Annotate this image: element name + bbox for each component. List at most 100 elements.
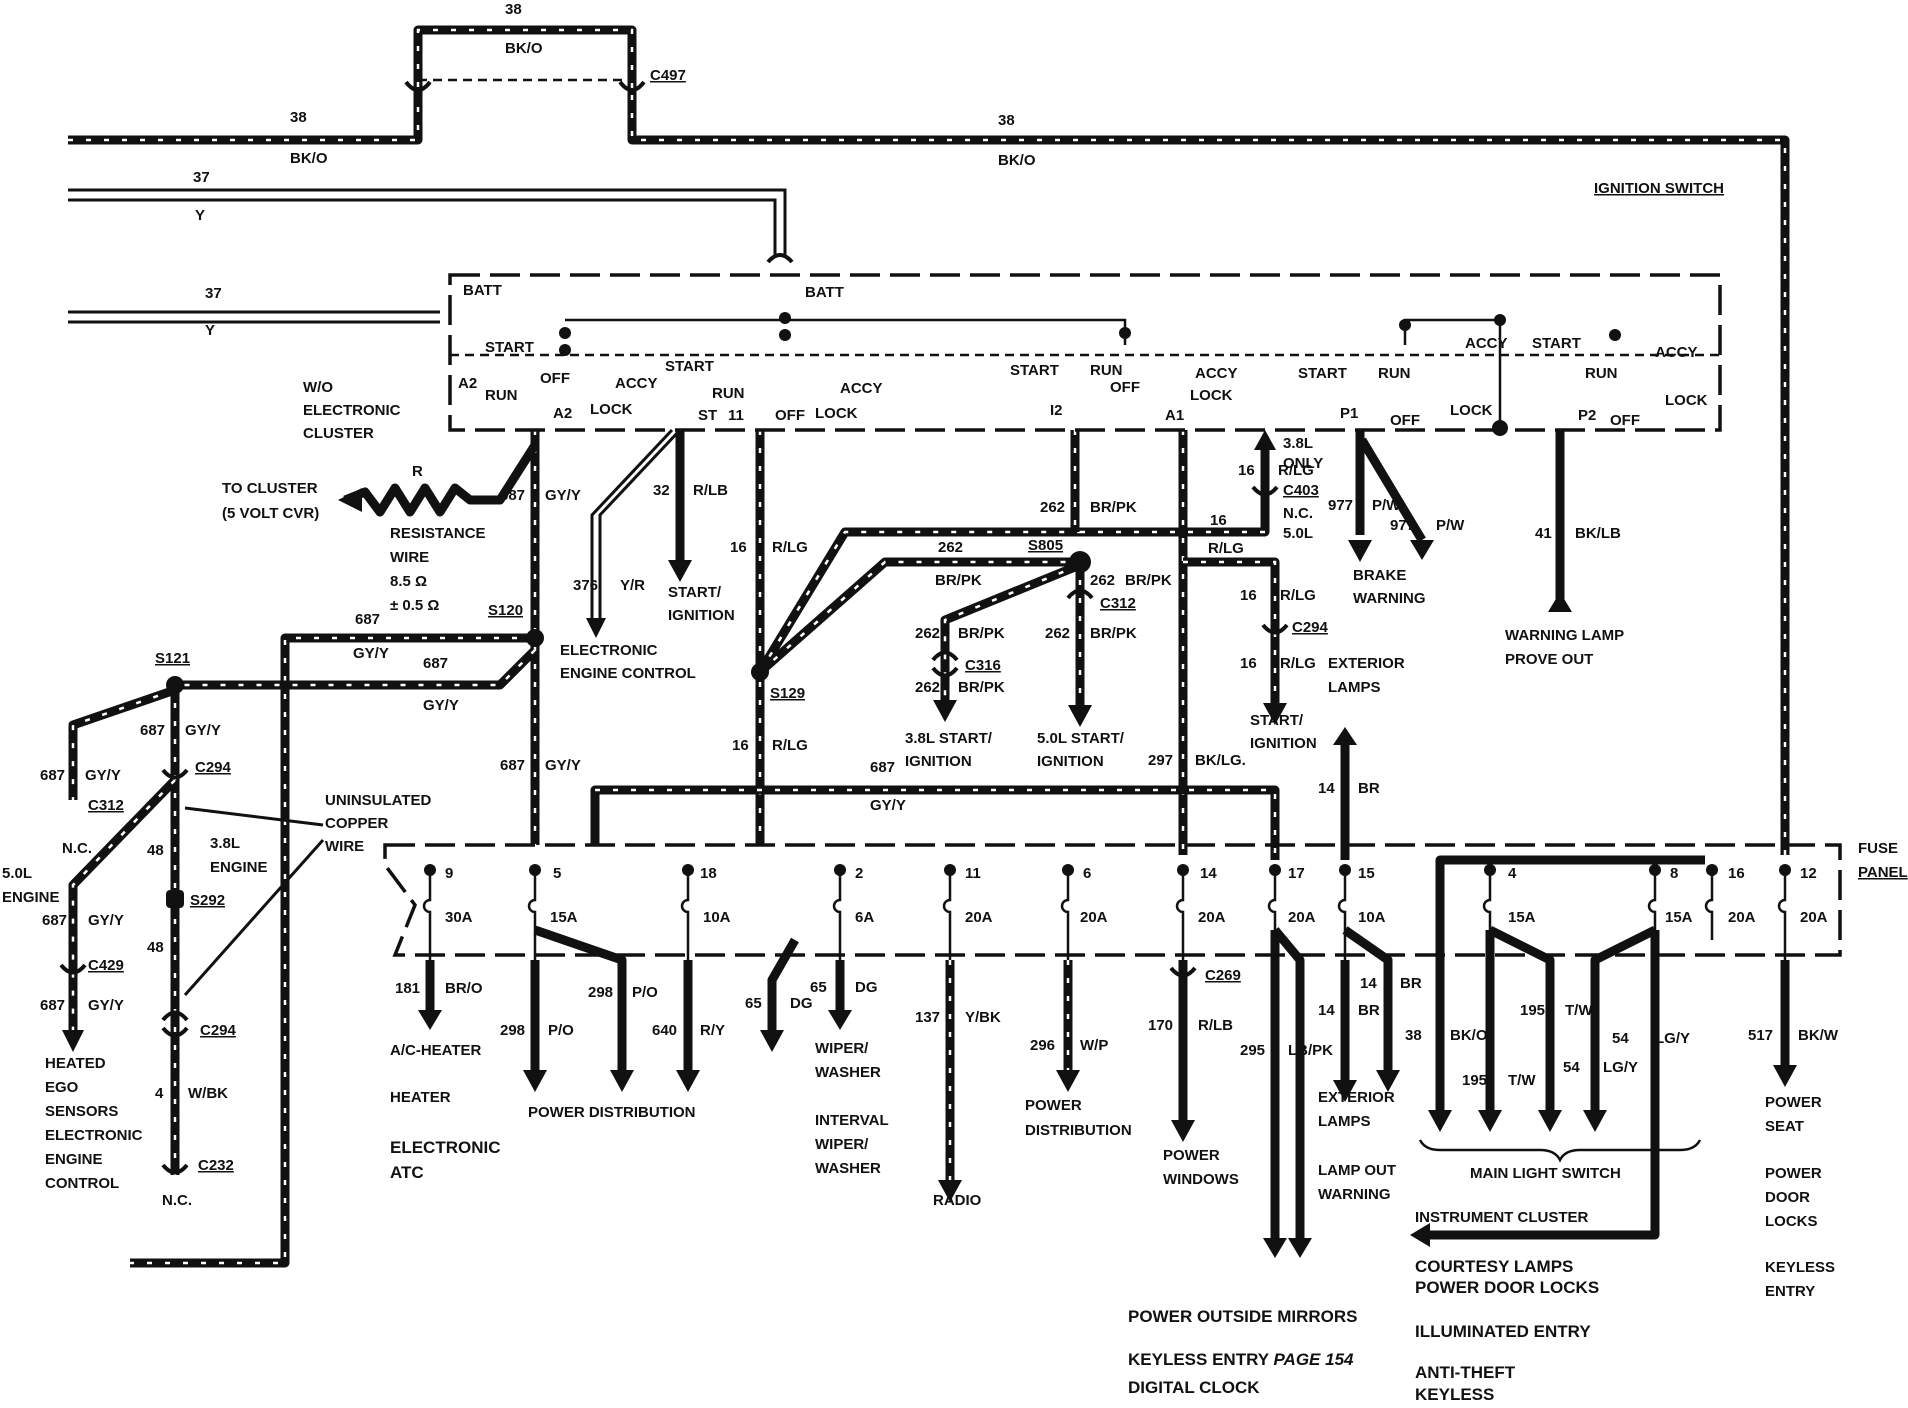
label-run5: RUN — [1585, 365, 1618, 382]
label-f4a: 15A — [1508, 909, 1536, 926]
label-off3: OFF — [1110, 379, 1140, 396]
label-w687-d: 687 — [140, 722, 165, 739]
fuse-panel — [383, 843, 1842, 957]
label-w4-color: W/BK — [188, 1085, 228, 1102]
label-pdl-b: POWER DOOR LOCKS — [1415, 1278, 1599, 1297]
label-ext3: EXTERIOR — [1318, 1089, 1395, 1106]
label-si50a: 5.0L START/ — [1037, 730, 1125, 747]
label-w181-color: BR/O — [445, 980, 483, 997]
label-c269: C269 — [1205, 967, 1241, 984]
label-nc50b: 5.0L — [1283, 525, 1313, 542]
label-w16-c-color: R/LG — [1278, 462, 1314, 479]
label-instrument: INSTRUMENT CLUSTER — [1415, 1209, 1588, 1226]
label-start1: START — [485, 339, 534, 356]
label-si2a: START/ — [1250, 712, 1304, 729]
label-w297: 297 — [1148, 752, 1173, 769]
label-w977-a: 977 — [1328, 497, 1353, 514]
label-f12a: 20A — [1800, 909, 1828, 926]
label-w54-b-color: LG/Y — [1603, 1059, 1638, 1076]
label-w687-i: 687 — [870, 759, 895, 776]
label-si2b: IGNITION — [1250, 735, 1317, 752]
label-w32-color: R/LB — [693, 482, 728, 499]
label-w41-color: BK/LB — [1575, 525, 1621, 542]
label-f6a: 20A — [1080, 909, 1108, 926]
label-nc2: N.C. — [162, 1192, 192, 1209]
label-eng38b: ENGINE — [210, 859, 268, 876]
label-w298-b: 298 — [588, 984, 613, 1001]
label-w298-a-color: P/O — [548, 1022, 574, 1039]
label-lock1: LOCK — [590, 401, 633, 418]
label-w16-a-color: R/LG — [772, 539, 808, 556]
wire-262-b — [757, 557, 1080, 676]
label-w376: 376 — [573, 577, 598, 594]
label-w37-b-color: Y — [205, 322, 215, 339]
label-fuse-panel1: FUSE — [1858, 840, 1898, 857]
label-off1: OFF — [540, 370, 570, 387]
label-eng50: 5.0L — [2, 865, 32, 882]
label-uninsulated3: WIRE — [325, 838, 364, 855]
wires — [62, 25, 1797, 1268]
label-f16: 16 — [1728, 865, 1745, 882]
label-w687-c: 687 — [423, 655, 448, 672]
label-power-seat2: SEAT — [1765, 1118, 1804, 1135]
label-w687-f-color: GY/Y — [88, 912, 124, 929]
label-w517-color: BK/W — [1798, 1027, 1839, 1044]
label-w14-b: 14 — [1360, 975, 1377, 992]
label-off5: OFF — [1610, 412, 1640, 429]
label-w41: 41 — [1535, 525, 1552, 542]
wire-37-a — [68, 188, 787, 258]
label-batt2: BATT — [805, 284, 844, 301]
label-c312b: C312 — [1100, 595, 1136, 612]
label-c316: C316 — [965, 657, 1001, 674]
label-w14-a-color: BR — [1358, 1002, 1380, 1019]
label-w38-b: 38 — [1405, 1027, 1422, 1044]
label-brake2: WARNING — [1353, 590, 1426, 607]
label-w298-a: 298 — [500, 1022, 525, 1039]
label-c294a: C294 — [195, 759, 232, 776]
label-w54-b: 54 — [1563, 1059, 1580, 1076]
label-w296-color: W/P — [1080, 1037, 1108, 1054]
label-start-ign1b: IGNITION — [668, 607, 735, 624]
wire-38-left — [68, 95, 423, 145]
keyless-entry-label: KEYLESS ENTRY — [1128, 1350, 1273, 1369]
label-f15a: 10A — [1358, 909, 1386, 926]
label-interval2: WIPER/ — [815, 1136, 869, 1153]
label-heater: HEATER — [390, 1089, 451, 1106]
label-w14-a: 14 — [1318, 1002, 1335, 1019]
label-keyless-b: KEYLESS — [1415, 1385, 1494, 1404]
label-w517: 517 — [1748, 1027, 1773, 1044]
label-w687-f: 687 — [42, 912, 67, 929]
wire-38-b — [1435, 855, 1705, 1110]
label-w262-c-color: BR/PK — [1125, 572, 1172, 589]
label-w54-a-color: LG/Y — [1655, 1030, 1690, 1047]
wire-54-a — [1590, 925, 1658, 1110]
label-digital-clock: DIGITAL CLOCK — [1128, 1378, 1260, 1397]
label-w16-b: 16 — [732, 737, 749, 754]
label-resistance3: 8.5 Ω — [390, 573, 427, 590]
label-main-light: MAIN LIGHT SWITCH — [1470, 1165, 1621, 1182]
label-f15: 15 — [1358, 865, 1375, 882]
label-f8: 8 — [1670, 865, 1678, 882]
label-f2a: 6A — [855, 909, 874, 926]
label-pdl1: POWER — [1765, 1165, 1822, 1182]
label-run3: RUN — [1090, 362, 1123, 379]
label-w16-d: 16 — [1210, 512, 1227, 529]
label-w687-d-color: GY/Y — [185, 722, 221, 739]
label-heated5: ENGINE — [45, 1151, 103, 1168]
label-w687-a: 687 — [500, 487, 525, 504]
label-lamp-out1: LAMP OUT — [1318, 1162, 1396, 1179]
label-w977-a-color: P/W — [1372, 497, 1401, 514]
label-f17: 17 — [1288, 865, 1305, 882]
label-w38-left-color: BK/O — [290, 150, 328, 167]
label-ke2: ENTRY — [1765, 1283, 1815, 1300]
label-s805: S805 — [1028, 537, 1063, 554]
label-w298-b-color: P/O — [632, 984, 658, 1001]
label-w65-a: 65 — [745, 995, 762, 1012]
label-f11a: 20A — [965, 909, 993, 926]
label-w687-h-color: GY/Y — [545, 757, 581, 774]
label-w262-b: 262 — [938, 539, 963, 556]
label-to-cluster2: (5 VOLT CVR) — [222, 505, 319, 522]
svg-text:KEYLESS ENTRY PAGE 154: KEYLESS ENTRY PAGE 154 — [1128, 1350, 1354, 1369]
label-n11: 11 — [728, 407, 744, 424]
label-w38-top: 38 — [505, 1, 522, 18]
